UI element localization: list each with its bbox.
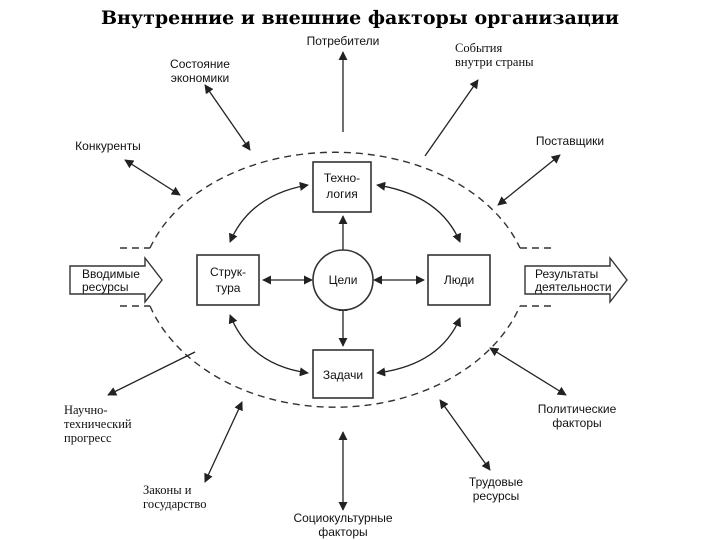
economy-label-line1: Состояние <box>170 57 230 71</box>
technology-box <box>312 161 372 213</box>
labor-label-line1: Трудовые <box>469 475 523 489</box>
arc-structure-tasks <box>228 314 309 377</box>
input-resources-label-line2: ресурсы <box>82 280 129 294</box>
events-country-label-line2: внутри страны <box>455 55 534 69</box>
political-label-line2: факторы <box>552 416 601 430</box>
technology-label-line2: логия <box>326 187 357 201</box>
arrow-laws <box>204 401 243 483</box>
tasks-box <box>312 349 374 399</box>
consumers-label: Потребители <box>307 34 380 48</box>
sci-tech-label-line1: Научно- <box>64 403 108 417</box>
arrow-competitors <box>124 159 181 196</box>
environment-boundary-bottom <box>149 305 521 408</box>
arc-people-tasks <box>376 317 461 377</box>
structure-label-line2: тура <box>216 281 241 295</box>
arrow-political <box>489 347 567 396</box>
arrow-suppliers <box>497 154 561 206</box>
diagram-title: Внутренние и внешние факторы организации <box>101 7 619 29</box>
arrow-sci-tech <box>107 351 196 396</box>
structure-label-line1: Струк- <box>210 265 246 279</box>
activity-results-label-line1: Результаты <box>535 267 598 281</box>
suppliers-label: Поставщики <box>536 134 604 148</box>
input-resources-arrow <box>69 255 163 305</box>
goals-circle <box>312 249 374 311</box>
environment-boundary-top <box>149 151 521 249</box>
people-label: Люди <box>444 273 474 287</box>
input-resources-label-line1: Вводимые <box>82 267 140 281</box>
economy-label-line2: экономики <box>171 71 229 85</box>
sci-tech-label-line3: прогресс <box>64 431 112 445</box>
political-label-line1: Политические <box>538 402 617 416</box>
structure-box <box>196 254 260 306</box>
arc-structure-technology <box>229 181 309 243</box>
arrow-events-country <box>424 79 479 157</box>
technology-label-line1: Техно- <box>324 171 360 185</box>
sci-tech-label-line2: технический <box>64 417 132 431</box>
events-country-label-line1: События <box>455 41 502 55</box>
arrow-economy <box>204 84 251 151</box>
goals-label: Цели <box>329 273 358 287</box>
competitors-label: Конкуренты <box>75 139 141 153</box>
laws-label-line2: государство <box>143 497 206 511</box>
arrow-labor <box>439 399 491 471</box>
laws-label-line1: Законы и <box>143 483 192 497</box>
activity-results-label-line2: деятельности <box>535 280 612 294</box>
tasks-label: Задачи <box>323 368 363 382</box>
activity-results-arrow <box>524 255 628 305</box>
people-box <box>427 254 491 306</box>
arc-technology-people <box>376 181 461 243</box>
labor-label-line2: ресурсы <box>473 489 520 503</box>
sociocultural-label-line2: факторы <box>318 525 367 539</box>
sociocultural-label-line1: Социокультурные <box>293 511 392 525</box>
